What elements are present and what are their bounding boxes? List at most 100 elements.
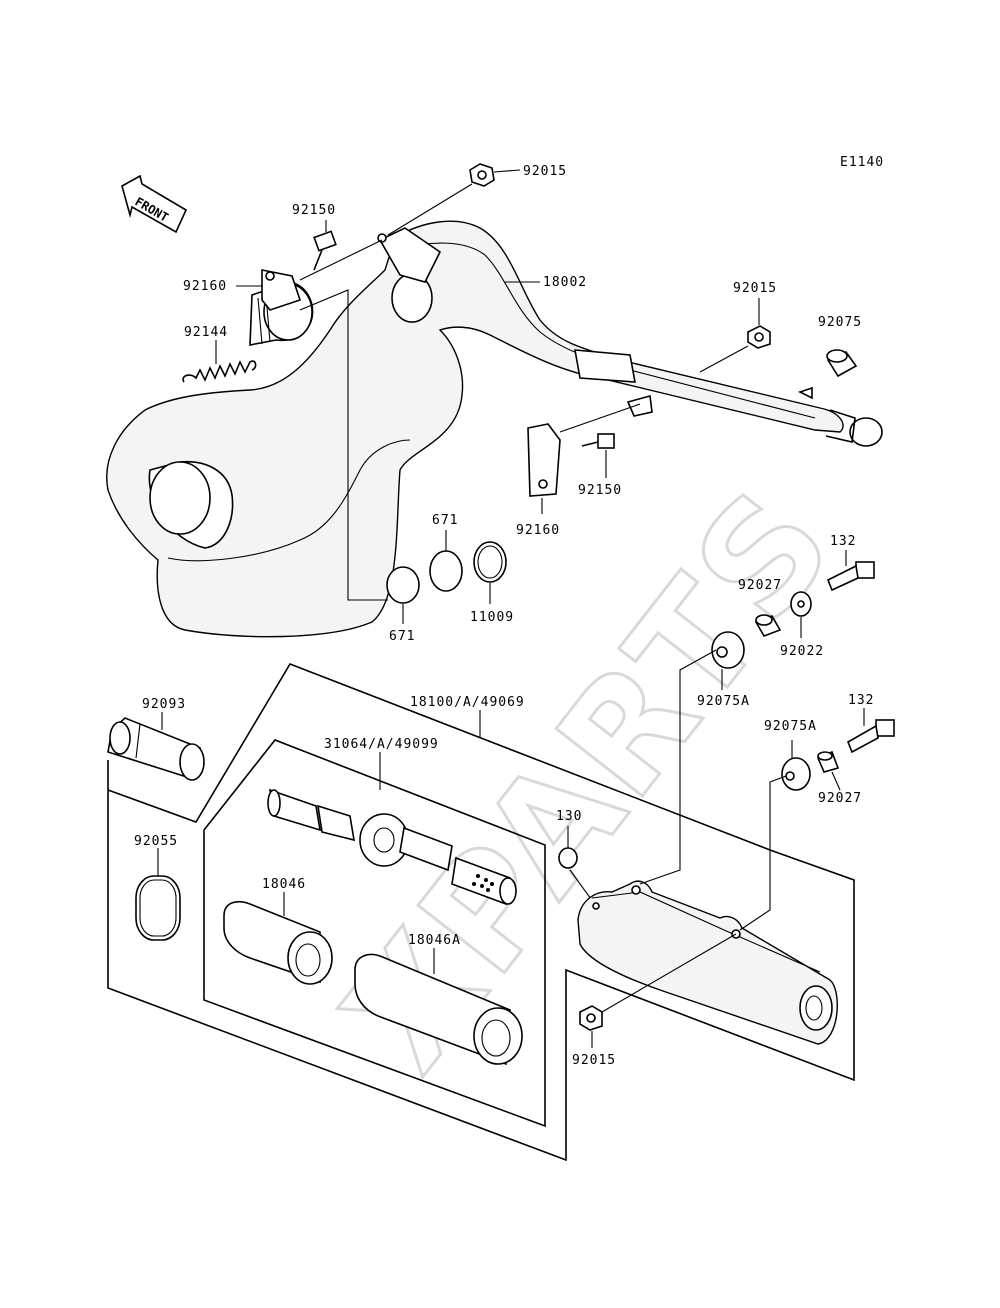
packing-18046: 18046 [223, 877, 333, 985]
nut-92015-top: 92015 [387, 163, 567, 236]
packing-body [354, 953, 511, 1066]
label-18002: 18002 [543, 275, 587, 290]
perforations [472, 874, 494, 892]
chamber-front-bracket [378, 227, 442, 283]
bolt-132-bottom: 132 [846, 693, 895, 754]
spring-coil [182, 360, 257, 383]
leader-to-silencer [601, 933, 737, 1013]
washer-hole [797, 600, 805, 608]
label-92022: 92022 [780, 644, 824, 659]
label-92160-left: 92160 [183, 279, 227, 294]
collar-top [817, 751, 833, 761]
pipe-ring [135, 723, 141, 759]
label-92150-mid: 92150 [578, 483, 622, 498]
nut-hole [477, 170, 487, 180]
collar-92027-bottom: 92027 [816, 750, 861, 806]
bolt-shank [826, 564, 859, 592]
label-92093: 92093 [142, 697, 186, 712]
kit-box-31064 [203, 739, 546, 1128]
label-18046: 18046 [262, 877, 306, 892]
label-92055: 92055 [134, 834, 178, 849]
nut-92015-bottom: 92015 [572, 933, 737, 1068]
label-92150-left: 92150 [292, 203, 336, 218]
label-92027-top: 92027 [738, 578, 782, 593]
leader-to-chamber [699, 345, 749, 373]
pipe-end-right [179, 743, 205, 781]
bolt-shank [846, 724, 879, 754]
label-132-top: 132 [830, 534, 856, 549]
label-671-top: 671 [432, 513, 458, 528]
front-arrow-shape [121, 174, 188, 234]
bolt-132-top: 132 [826, 534, 875, 592]
front-bracket-hole [377, 233, 387, 243]
bolt-92150-mid: 92150 [578, 433, 622, 498]
bolt-head [875, 719, 895, 737]
gasket-671-bottom: 671 [386, 566, 420, 644]
silencer-flange-seam [591, 891, 821, 973]
chamber-rear-tab [626, 394, 653, 417]
inner-pipe-31064 [267, 788, 517, 906]
inner-pipe-rear [399, 826, 453, 872]
bolt-head [558, 847, 578, 869]
leader-inlet-gasket [299, 289, 388, 601]
label-11009: 11009 [470, 610, 514, 625]
pipe-end-left [109, 721, 131, 755]
nut-hole [754, 332, 764, 342]
leader-to-chamber [387, 183, 473, 236]
grommet-92075: 92075 [818, 315, 862, 378]
perforated-pipe-end [499, 877, 517, 905]
gasket-ring [429, 550, 463, 592]
nut-92015-right: 92015 [699, 281, 776, 373]
bracket-92160-left: 92160 [183, 239, 383, 311]
front-bend-opening [149, 461, 211, 535]
collar-top [755, 614, 773, 626]
gasket-671-top: 671 [429, 513, 463, 592]
label-31064: 31064/A/49099 [324, 737, 439, 752]
label-92075: 92075 [818, 315, 862, 330]
bracket-hole [538, 479, 548, 489]
nut-hole [586, 1013, 596, 1023]
grommet-92075A-bottom: 92075A [764, 719, 816, 791]
leader [831, 771, 841, 791]
bracket-shape [527, 423, 561, 497]
diagram-code: E1140 [840, 155, 884, 170]
gasket-ring [473, 541, 507, 583]
bracket-92160-mid: 92160 [516, 403, 641, 538]
chamber-tail-pipe [574, 349, 636, 383]
bolt-shank [581, 441, 599, 447]
chamber-seam-lower [167, 439, 411, 562]
label-132-bottom: 132 [848, 693, 874, 708]
packing-hole [481, 1019, 511, 1057]
gasket-ring [386, 566, 420, 604]
label-92075A-top: 92075A [697, 694, 750, 709]
baffle-disc-inner [373, 827, 395, 853]
packing-hole [295, 943, 321, 977]
leader-to-chamber [559, 403, 641, 433]
collar-92027-top: 92027 [738, 578, 782, 637]
chamber-tail-tab [797, 386, 813, 400]
leader-to-chamber [299, 239, 383, 281]
silencer-bolt-hole [592, 902, 600, 910]
tail-outlet [849, 417, 883, 447]
baffle-disc [359, 813, 409, 867]
kit-box-18100 [107, 663, 855, 1162]
grommet-hole [785, 771, 795, 781]
spring-92144: 92144 [182, 325, 257, 383]
bolt-92150-left: 92150 [292, 203, 337, 271]
silencer-shell [577, 880, 838, 1045]
grommet-92075A-top: 92075A [697, 631, 750, 709]
gasket-inner [477, 545, 503, 579]
silencer-front-hole [631, 885, 641, 895]
leader-grommet-bottom-silencer [739, 775, 787, 931]
gasket-ring [135, 875, 181, 941]
gasket-92055: 92055 [134, 834, 181, 941]
label-130: 130 [556, 809, 582, 824]
label-18046A: 18046A [408, 933, 461, 948]
grommet-body [781, 757, 811, 791]
silencer-outlet [799, 985, 833, 1031]
label-92015-top: 92015 [523, 164, 567, 179]
bolt-head [597, 433, 615, 449]
bolt-head [313, 230, 337, 252]
inner-pipe-mid [317, 804, 355, 842]
